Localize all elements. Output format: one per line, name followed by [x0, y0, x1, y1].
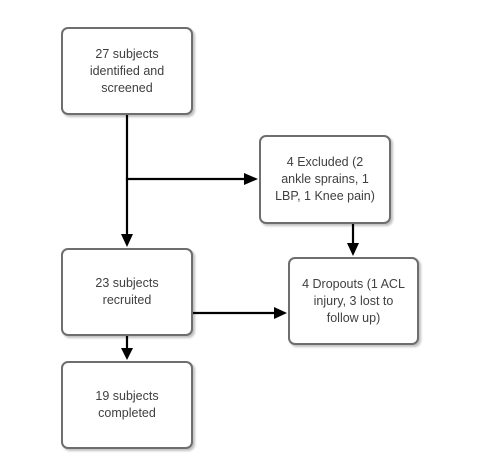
node-screened: 27 subjects identified and screened — [61, 27, 193, 115]
arrowhead-dropouts-top — [347, 243, 359, 256]
node-completed: 19 subjects completed — [61, 361, 193, 449]
node-recruited: 23 subjects recruited — [61, 248, 193, 336]
arrowhead-excluded-left — [244, 173, 258, 185]
node-screened-label: 27 subjects identified and screened — [89, 46, 165, 95]
arrowhead-recruited-top — [121, 234, 133, 247]
arrow-layer — [121, 113, 359, 360]
node-completed-label: 19 subjects completed — [95, 389, 159, 420]
node-recruited-label: 23 subjects recruited — [95, 276, 159, 307]
node-dropouts-label: 4 Dropouts (1 ACL injury, 3 lost to foll… — [302, 276, 405, 325]
node-excluded-label: 4 Excluded (2 ankle sprains, 1 LBP, 1 Kn… — [275, 155, 375, 203]
node-excluded: 4 Excluded (2 ankle sprains, 1 LBP, 1 Kn… — [259, 135, 391, 224]
arrowhead-completed-top — [121, 348, 133, 360]
arrowhead-dropouts-left — [274, 307, 287, 319]
node-dropouts: 4 Dropouts (1 ACL injury, 3 lost to foll… — [288, 257, 419, 345]
